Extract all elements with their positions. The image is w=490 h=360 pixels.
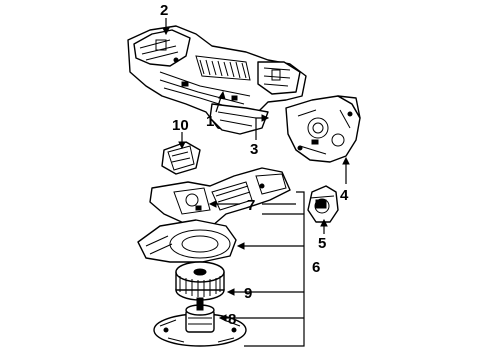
callout-1: 1 [206, 113, 214, 130]
callout-3: 3 [250, 141, 258, 158]
hvac-case-assembly [127, 25, 307, 135]
callout-8: 8 [228, 311, 236, 328]
small-duct [161, 141, 201, 175]
callout-10: 10 [172, 117, 189, 134]
blower-wheel [175, 261, 225, 301]
blower-resistor [307, 185, 339, 223]
arrowheads [162, 27, 350, 322]
blower-motor [153, 297, 247, 347]
callout-9: 9 [244, 285, 252, 302]
callout-7: 7 [247, 197, 255, 214]
blower-case-lower [137, 219, 237, 263]
callout-4: 4 [340, 187, 349, 204]
callout-labels: 2 1 3 10 4 5 7 6 9 8 [160, 2, 349, 328]
blower-case-upper [149, 167, 291, 227]
callout-2: 2 [160, 2, 168, 19]
callout-5: 5 [318, 235, 326, 252]
actuator-housing [285, 95, 361, 163]
callout-6: 6 [312, 259, 320, 276]
